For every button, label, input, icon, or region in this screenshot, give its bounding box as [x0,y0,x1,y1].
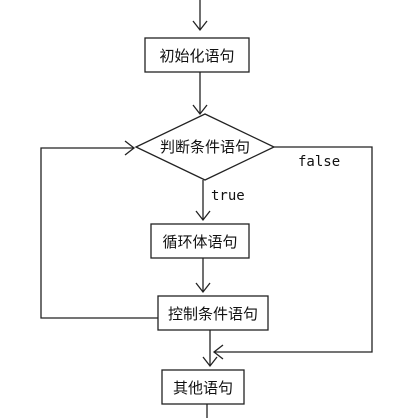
arrow-condition-to-body [195,180,211,222]
false-branch-line [212,146,373,360]
control-node: 控制条件语句 [157,295,269,331]
body-node-label: 循环体语句 [162,233,237,251]
false-label: false [298,154,340,170]
condition-node: 判断条件语句 [134,113,276,181]
other-node-label: 其他语句 [173,379,233,397]
body-node: 循环体语句 [150,223,250,259]
init-node: 初始化语句 [144,37,250,73]
loop-back-line [40,140,158,319]
other-node: 其他语句 [161,369,245,405]
arrow-init-to-condition [192,72,208,116]
true-label: true [211,188,245,204]
arrow-control-to-other [202,330,218,368]
control-node-label: 控制条件语句 [168,305,258,323]
init-node-label: 初始化语句 [159,47,234,65]
entry-arrow [192,0,208,32]
condition-node-label: 判断条件语句 [160,138,250,156]
arrow-body-to-control [195,258,211,294]
